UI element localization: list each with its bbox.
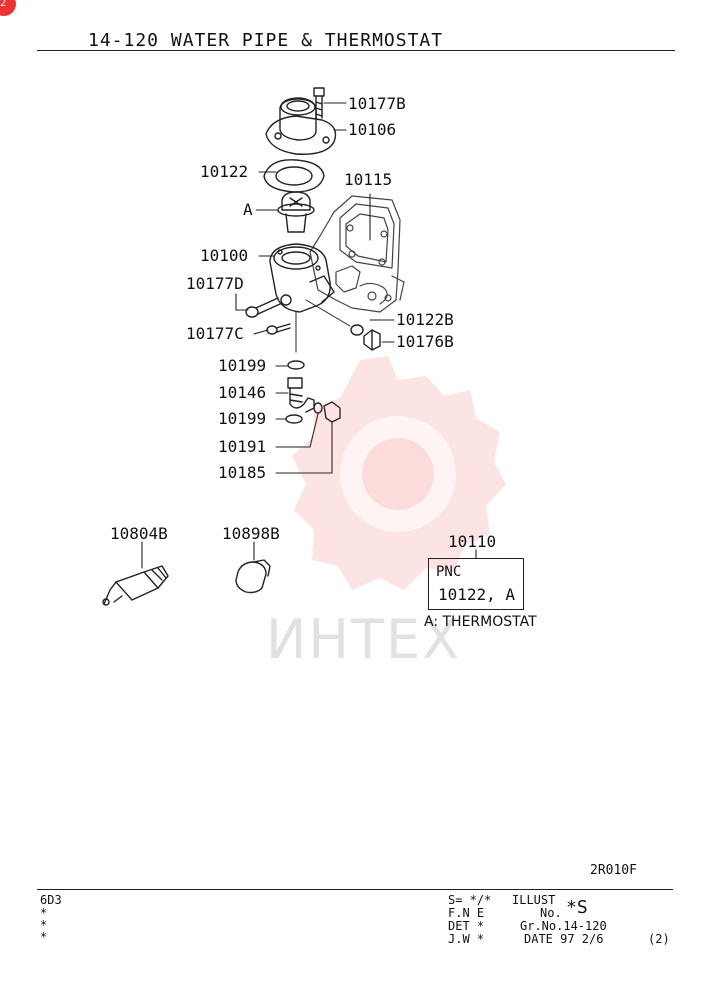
ring-10122b-drawing	[350, 324, 364, 336]
footer-fne-line: F.N E	[448, 906, 485, 920]
engine-block-drawing	[309, 195, 405, 313]
footer-date: DATE 97 2/6	[524, 932, 604, 946]
footer-grno: Gr.No.14-120	[520, 919, 607, 933]
callout-10191: 10191	[218, 437, 267, 456]
sensor-10804b-drawing	[102, 565, 169, 606]
callout-10106: 10106	[348, 120, 397, 139]
bolt-10177c-drawing	[266, 323, 291, 335]
footer-no: No.	[540, 906, 562, 920]
footer-model: 6D3	[40, 893, 62, 907]
callout-10199-upper: 10199	[218, 356, 267, 375]
fitting-10146-drawing	[287, 377, 315, 413]
o-ring-lower-drawing	[285, 414, 303, 424]
footer-jw-line: J.W *	[448, 932, 485, 946]
corner-badge	[0, 0, 16, 16]
footer-rule	[37, 889, 673, 890]
footer-star-2: *	[40, 918, 48, 932]
gasket-10122-drawing	[263, 159, 325, 193]
washer-10191-drawing	[313, 402, 323, 414]
footer-s-line: S= */*	[448, 893, 492, 907]
callout-a: A	[243, 200, 253, 219]
diagram-code: 2R010F	[590, 863, 637, 878]
footer-star-1: *	[40, 906, 48, 920]
footer-illust: ILLUST	[512, 893, 556, 907]
thermostat-drawing	[277, 191, 315, 233]
callout-10898b: 10898B	[222, 524, 280, 543]
leader-lines	[141, 102, 477, 569]
corner-badge-label: 2	[0, 0, 7, 9]
callout-10122b: 10122B	[396, 310, 454, 329]
callout-10177b: 10177B	[348, 94, 406, 113]
callout-10146: 10146	[218, 383, 267, 402]
callout-10115: 10115	[344, 170, 393, 189]
footer-star-3: *	[40, 930, 48, 944]
callout-10100: 10100	[200, 246, 249, 265]
callout-10122: 10122	[200, 162, 249, 181]
pnc-header: PNC	[436, 564, 462, 580]
thermostat-cover-drawing	[265, 97, 337, 155]
pnc-value: 10122, A	[438, 585, 516, 604]
plug-10185-drawing	[323, 401, 341, 423]
bolt-10177b-drawing	[313, 87, 325, 119]
plug-10898b-drawing	[235, 559, 271, 594]
callout-10185: 10185	[218, 463, 267, 482]
page-title: 14-120 WATER PIPE & THERMOSTAT	[88, 30, 444, 51]
plug-10176b-drawing	[363, 329, 381, 351]
thermostat-housing-drawing	[269, 243, 335, 313]
callout-10804b: 10804B	[110, 524, 168, 543]
watermark-text: ИНТЕХ	[266, 608, 462, 671]
o-ring-upper-drawing	[287, 360, 305, 370]
callout-10177c: 10177C	[186, 324, 244, 343]
bolt-10177d-drawing	[245, 297, 281, 318]
callout-10176b: 10176B	[396, 332, 454, 351]
title-rule	[37, 50, 675, 51]
footer-det-line: DET *	[448, 919, 485, 933]
footer-no-value: *S	[566, 897, 588, 918]
pnc-number: 10110	[448, 532, 497, 551]
callout-10199-lower: 10199	[218, 409, 267, 428]
pnc-box	[428, 558, 524, 610]
footer-page: (2)	[648, 932, 670, 946]
callout-10177d: 10177D	[186, 274, 244, 293]
pnc-caption: A: THERMOSTAT	[424, 614, 537, 630]
